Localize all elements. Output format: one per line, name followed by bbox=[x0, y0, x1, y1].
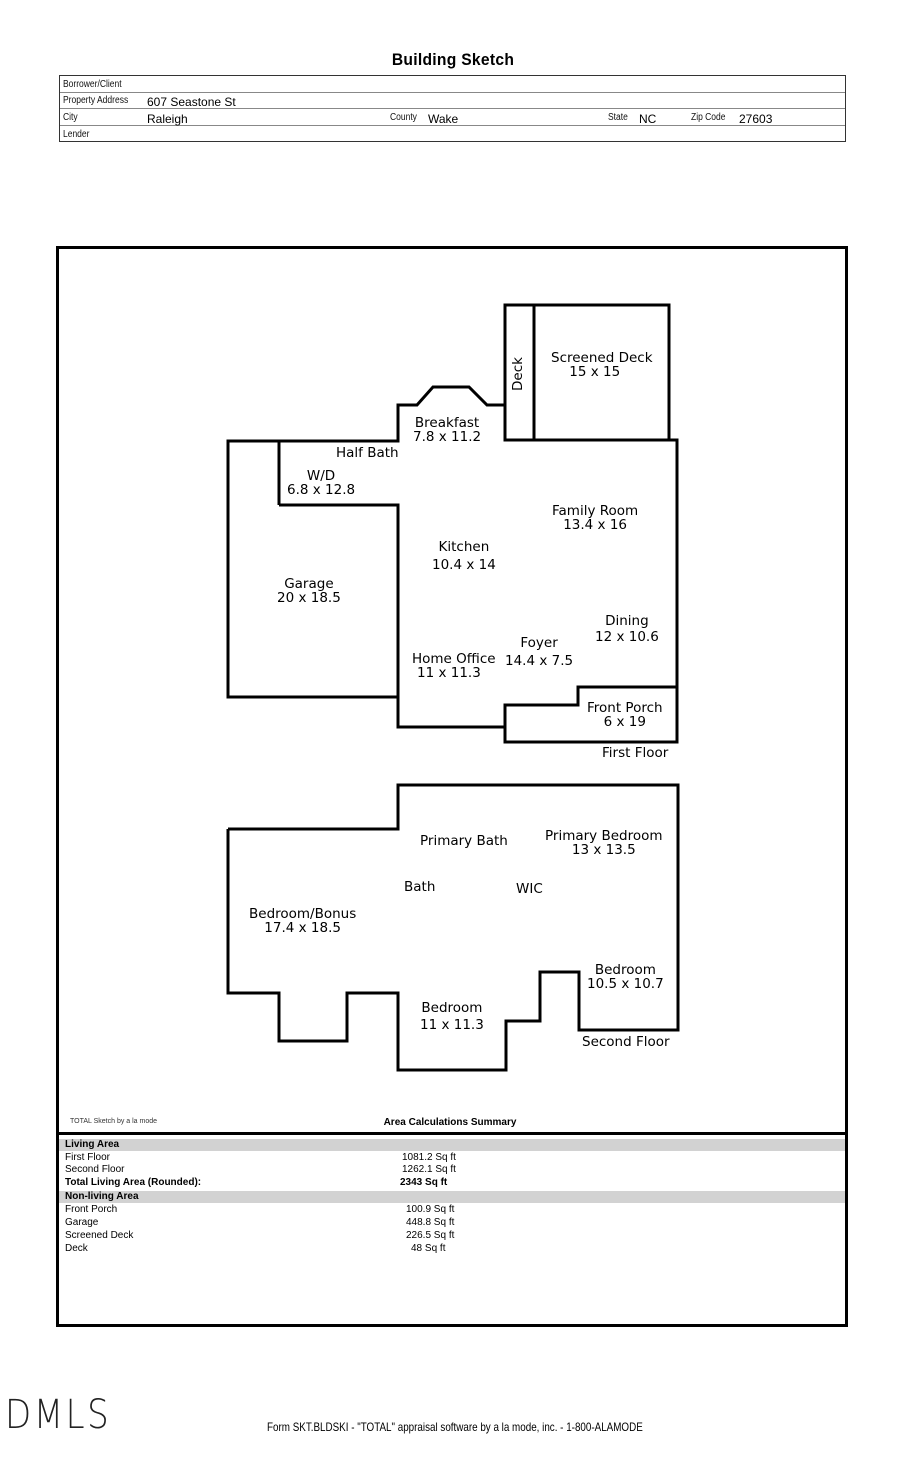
county-label: County bbox=[390, 112, 417, 123]
nonliving-row-value: 448.8 Sq ft bbox=[406, 1217, 455, 1228]
room-wic: WIC bbox=[516, 881, 543, 897]
nonliving-row-label: Front Porch bbox=[65, 1204, 118, 1215]
room-name: Front Porch bbox=[587, 700, 663, 716]
room-bedroom-bonus: Bedroom/Bonus 17.4 x 18.5 bbox=[249, 907, 356, 935]
living-area-header: Living Area bbox=[59, 1139, 845, 1151]
nonliving-row-label: Screened Deck bbox=[65, 1230, 134, 1241]
room-bedroom-3: Bedroom 11 x 11.3 bbox=[420, 1000, 484, 1034]
room-dims: 13 x 13.5 bbox=[571, 842, 636, 858]
garage-outline bbox=[226, 439, 398, 699]
room-dims: 11 x 11.3 bbox=[417, 665, 481, 681]
property-info-table: Borrower/Client Property Address 607 Sea… bbox=[59, 75, 846, 142]
form-footer: Form SKT.BLDSKI - "TOTAL" appraisal soft… bbox=[267, 1420, 643, 1434]
room-name: Bedroom/Bonus bbox=[249, 906, 357, 922]
city-row: City Raleigh County Wake State NC Zip Co… bbox=[60, 109, 845, 126]
room-name: Bedroom bbox=[421, 1000, 483, 1016]
living-row-label: First Floor bbox=[65, 1152, 110, 1163]
borrower-label: Borrower/Client bbox=[63, 79, 122, 90]
room-garage: Garage 20 x 18.5 bbox=[277, 577, 341, 605]
room-dims: 6 x 19 bbox=[603, 714, 646, 730]
borrower-row: Borrower/Client bbox=[60, 76, 845, 93]
room-bedroom-2: Bedroom 10.5 x 10.7 bbox=[587, 963, 664, 991]
room-dims: 11 x 11.3 bbox=[420, 1017, 484, 1033]
room-deck: Deck bbox=[510, 357, 526, 391]
state-label: State bbox=[608, 112, 628, 123]
living-row-value: 1262.1 Sq ft bbox=[402, 1164, 456, 1175]
room-primary-bedroom: Primary Bedroom 13 x 13.5 bbox=[545, 829, 663, 857]
room-name: Garage bbox=[284, 576, 334, 592]
address-value: 607 Seastone St bbox=[147, 95, 236, 109]
room-dims: 17.4 x 18.5 bbox=[264, 920, 341, 936]
room-dims: 15 x 15 bbox=[569, 364, 621, 380]
sketch-frame bbox=[56, 246, 848, 1327]
city-value: Raleigh bbox=[147, 112, 188, 126]
room-name: Screened Deck bbox=[551, 350, 653, 366]
room-front-porch: Front Porch 6 x 19 bbox=[587, 701, 663, 729]
total-living-value: 2343 Sq ft bbox=[400, 1177, 448, 1188]
address-row: Property Address 607 Seastone St bbox=[60, 92, 845, 109]
room-name: Home Office bbox=[412, 651, 496, 667]
room-kitchen: Kitchen 10.4 x 14 bbox=[432, 538, 496, 574]
first-floor-label: First Floor bbox=[602, 745, 669, 761]
total-living-label: Total Living Area (Rounded): bbox=[65, 1177, 202, 1188]
nonliving-row-value: 226.5 Sq ft bbox=[406, 1230, 455, 1241]
room-dims: 20 x 18.5 bbox=[277, 590, 341, 606]
room-name: Dining bbox=[605, 613, 649, 629]
nonliving-row-label: Garage bbox=[65, 1217, 99, 1228]
room-wd: W/D 6.8 x 12.8 bbox=[287, 469, 355, 497]
room-half-bath: Half Bath bbox=[336, 445, 399, 461]
page-title: Building Sketch bbox=[391, 50, 515, 69]
room-name: Breakfast bbox=[414, 415, 480, 431]
nonliving-row-value: 48 Sq ft bbox=[411, 1243, 446, 1254]
front-porch-outline bbox=[503, 685, 677, 727]
room-home-office: Home Office 11 x 11.3 bbox=[412, 652, 496, 680]
county-value: Wake bbox=[428, 112, 459, 126]
room-dims: 12 x 10.6 bbox=[595, 629, 659, 645]
room-name: Bedroom bbox=[594, 962, 656, 978]
dmls-watermark-logo: DMLS bbox=[5, 1392, 112, 1438]
address-label: Property Address bbox=[63, 95, 129, 106]
room-name: Primary Bedroom bbox=[545, 828, 663, 844]
area-summary: Living Area First Floor 1081.2 Sq ft Sec… bbox=[59, 1132, 845, 1327]
room-dims: 10.5 x 10.7 bbox=[587, 976, 664, 992]
room-dims: 10.4 x 14 bbox=[432, 557, 496, 573]
room-bath: Bath bbox=[404, 879, 436, 895]
deck-outline bbox=[503, 303, 671, 440]
room-dims: 13.4 x 16 bbox=[563, 517, 627, 533]
room-screened-deck: Screened Deck 15 x 15 bbox=[551, 351, 653, 379]
room-dims: 14.4 x 7.5 bbox=[505, 653, 574, 669]
state-value: NC bbox=[639, 112, 657, 126]
living-row-label: Second Floor bbox=[65, 1164, 125, 1175]
city-label: City bbox=[63, 112, 78, 123]
room-dims: 7.8 x 11.2 bbox=[413, 429, 482, 445]
second-floor-outline bbox=[226, 783, 680, 1072]
living-row-value: 1081.2 Sq ft bbox=[402, 1152, 456, 1163]
room-dining: Dining 12 x 10.6 bbox=[595, 613, 659, 645]
zip-value: 27603 bbox=[739, 112, 773, 126]
lender-row: Lender bbox=[60, 126, 845, 142]
room-breakfast: Breakfast 7.8 x 11.2 bbox=[413, 416, 481, 444]
room-family-room: Family Room 13.4 x 16 bbox=[552, 504, 638, 532]
nonliving-row-label: Deck bbox=[65, 1243, 88, 1254]
room-foyer: Foyer 14.4 x 7.5 bbox=[505, 634, 573, 670]
room-primary-bath: Primary Bath bbox=[420, 833, 508, 849]
nonliving-area-header: Non-living Area bbox=[59, 1191, 845, 1203]
second-floor-label: Second Floor bbox=[582, 1034, 670, 1050]
room-name: Kitchen bbox=[438, 539, 490, 555]
sketch-credit: TOTAL Sketch by a la mode bbox=[70, 1118, 158, 1125]
lender-label: Lender bbox=[63, 129, 90, 140]
room-name: Family Room bbox=[552, 503, 639, 519]
zip-label: Zip Code bbox=[691, 112, 726, 123]
room-name: Foyer bbox=[520, 635, 558, 651]
nonliving-row-value: 100.9 Sq ft bbox=[406, 1204, 455, 1215]
summary-title: Area Calculations Summary bbox=[383, 1117, 517, 1128]
room-dims: 6.8 x 12.8 bbox=[287, 482, 356, 498]
room-name: W/D bbox=[306, 468, 336, 484]
